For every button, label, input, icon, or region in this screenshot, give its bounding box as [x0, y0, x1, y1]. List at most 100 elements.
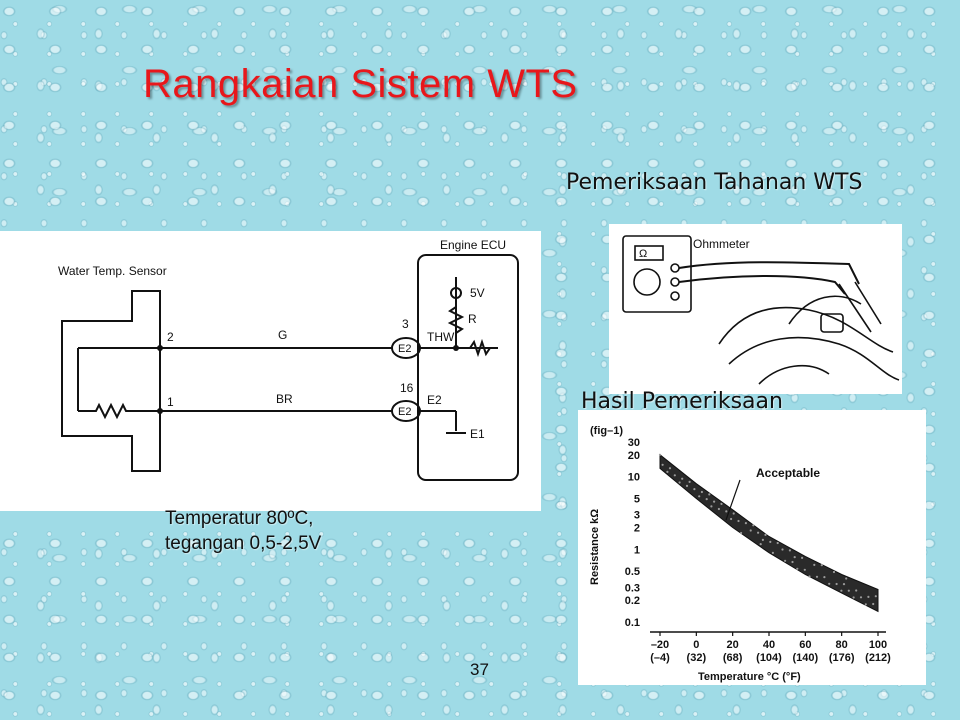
band-pointer — [725, 479, 741, 521]
y-tick-label: 20 — [628, 450, 640, 462]
band-speckle — [771, 551, 774, 554]
pin-1-label: 1 — [167, 395, 174, 409]
note-line-1: Temperatur 80ºC, — [165, 508, 314, 529]
meter-jack-1 — [670, 263, 680, 273]
y-tick-label: 5 — [634, 494, 640, 506]
x-tick-label-celsius: 20 — [727, 639, 739, 651]
band-speckle — [693, 488, 696, 491]
band-speckle — [720, 502, 723, 505]
band-speckle — [705, 498, 708, 501]
band-speckle — [832, 570, 836, 574]
thw-label: THW — [427, 330, 455, 344]
engine-pipe-2 — [728, 336, 900, 381]
band-speckle — [847, 589, 850, 592]
meter-body — [622, 235, 692, 313]
acceptable-band-group — [658, 453, 879, 613]
band-speckle — [710, 505, 713, 508]
band-speckle — [685, 484, 689, 487]
thw-node — [453, 345, 459, 351]
x-tick-label-fahrenheit: (140) — [792, 652, 818, 664]
band-speckle — [796, 567, 799, 570]
circuit-svg: Water Temp. Sensor Engine ECU 2 1 G BR 3… — [58, 238, 519, 481]
graph-xlabel: Temperature °C (°F) — [698, 671, 801, 683]
thw-resistor — [469, 338, 498, 358]
circuit-diagram: Water Temp. Sensor Engine ECU 2 1 G BR 3… — [0, 231, 541, 511]
band-speckle — [717, 507, 720, 511]
band-speckle — [678, 481, 681, 484]
connector-top-label: E2 — [398, 343, 411, 355]
wire-br-label: BR — [276, 392, 293, 406]
band-speckle — [732, 512, 735, 515]
engine-hose — [788, 295, 862, 325]
sensor-housing — [820, 313, 844, 333]
x-tick-label-fahrenheit: (68) — [723, 652, 743, 664]
graph-ylabel: Resistance kΩ — [589, 509, 601, 585]
slide-title: Rangkaian Sistem WTS — [143, 62, 578, 106]
engine-pipe-1 — [718, 306, 894, 353]
band-speckle — [813, 563, 816, 566]
sensor-body — [61, 290, 161, 472]
x-tick-label-celsius: 80 — [836, 639, 848, 651]
probe-lead-1 — [678, 261, 860, 285]
probe-tips — [838, 281, 882, 333]
y-tick-label: 0.1 — [625, 617, 640, 629]
x-tick-label-celsius: 40 — [763, 639, 775, 651]
x-tick-label-celsius: –20 — [651, 639, 669, 651]
measurement-note: Temperatur 80ºC, tegangan 0,5-2,5V — [165, 506, 321, 556]
pin-1-dot — [157, 408, 163, 414]
graph-svg: (fig–1) Resistance kΩ Temperature °C (°F… — [589, 425, 891, 683]
band-speckle — [708, 493, 711, 496]
band-speckle — [752, 524, 755, 527]
pin-2-label: 2 — [167, 330, 174, 344]
ohmmeter-label: Ohmmeter — [693, 237, 750, 251]
band-speckle — [808, 575, 811, 578]
e2-label: E2 — [427, 393, 442, 407]
ohmmeter-illustration: Ω Ohmmeter — [609, 224, 902, 394]
ecu-label: Engine ECU — [440, 238, 506, 252]
meter-jack-3 — [670, 291, 680, 301]
band-speckle — [713, 500, 716, 503]
band-speckle — [730, 517, 733, 521]
ecu-box — [417, 254, 519, 481]
band-speckle — [769, 540, 772, 543]
band-speckle — [840, 589, 843, 592]
wire-g-label: G — [278, 328, 287, 342]
probe-lead-2 — [678, 275, 846, 295]
resistance-graph: (fig–1) Resistance kΩ Temperature °C (°F… — [578, 410, 926, 685]
band-speckle — [757, 531, 760, 534]
fig-label: (fig–1) — [590, 425, 623, 437]
band-speckle — [673, 474, 676, 477]
page-number: 37 — [470, 660, 489, 679]
band-speckle — [776, 541, 779, 545]
band-speckle — [801, 556, 804, 559]
resistance-check-heading: Pemeriksaan Tahanan WTS — [566, 170, 863, 195]
e1-label: E1 — [470, 427, 485, 441]
band-speckle — [698, 495, 701, 498]
ecu-pin-16-label: 16 — [400, 381, 414, 395]
band-speckle — [842, 583, 846, 586]
acceptable-band — [659, 453, 879, 613]
x-ticks: –20(–4)0(32)20(68)40(104)60(140)80(176)1… — [650, 632, 891, 664]
band-speckle — [744, 522, 747, 525]
band-speckle — [759, 543, 762, 546]
meter-display — [634, 245, 664, 261]
band-speckle — [761, 538, 764, 541]
note-line-2: tegangan 0,5-2,5V — [165, 533, 322, 554]
ecu-pin-3-label: 3 — [402, 317, 409, 331]
band-speckle — [725, 510, 728, 513]
x-tick-label-celsius: 60 — [799, 639, 811, 651]
band-speckle — [835, 582, 838, 586]
band-speckle — [781, 548, 784, 551]
y-tick-label: 0.2 — [625, 595, 640, 607]
connector-bottom-label: E2 — [398, 406, 411, 418]
ohmmeter-svg: Ω Ohmmeter — [622, 235, 900, 385]
x-tick-label-celsius: 0 — [693, 639, 699, 651]
band-speckle — [820, 564, 823, 567]
band-speckle — [793, 556, 796, 559]
band-speckle — [740, 531, 743, 535]
x-tick-label-fahrenheit: (212) — [865, 652, 891, 664]
band-speckle — [845, 577, 848, 580]
band-speckle — [823, 576, 826, 579]
meter-jack-2 — [670, 277, 680, 287]
sensor-label: Water Temp. Sensor — [58, 264, 167, 278]
